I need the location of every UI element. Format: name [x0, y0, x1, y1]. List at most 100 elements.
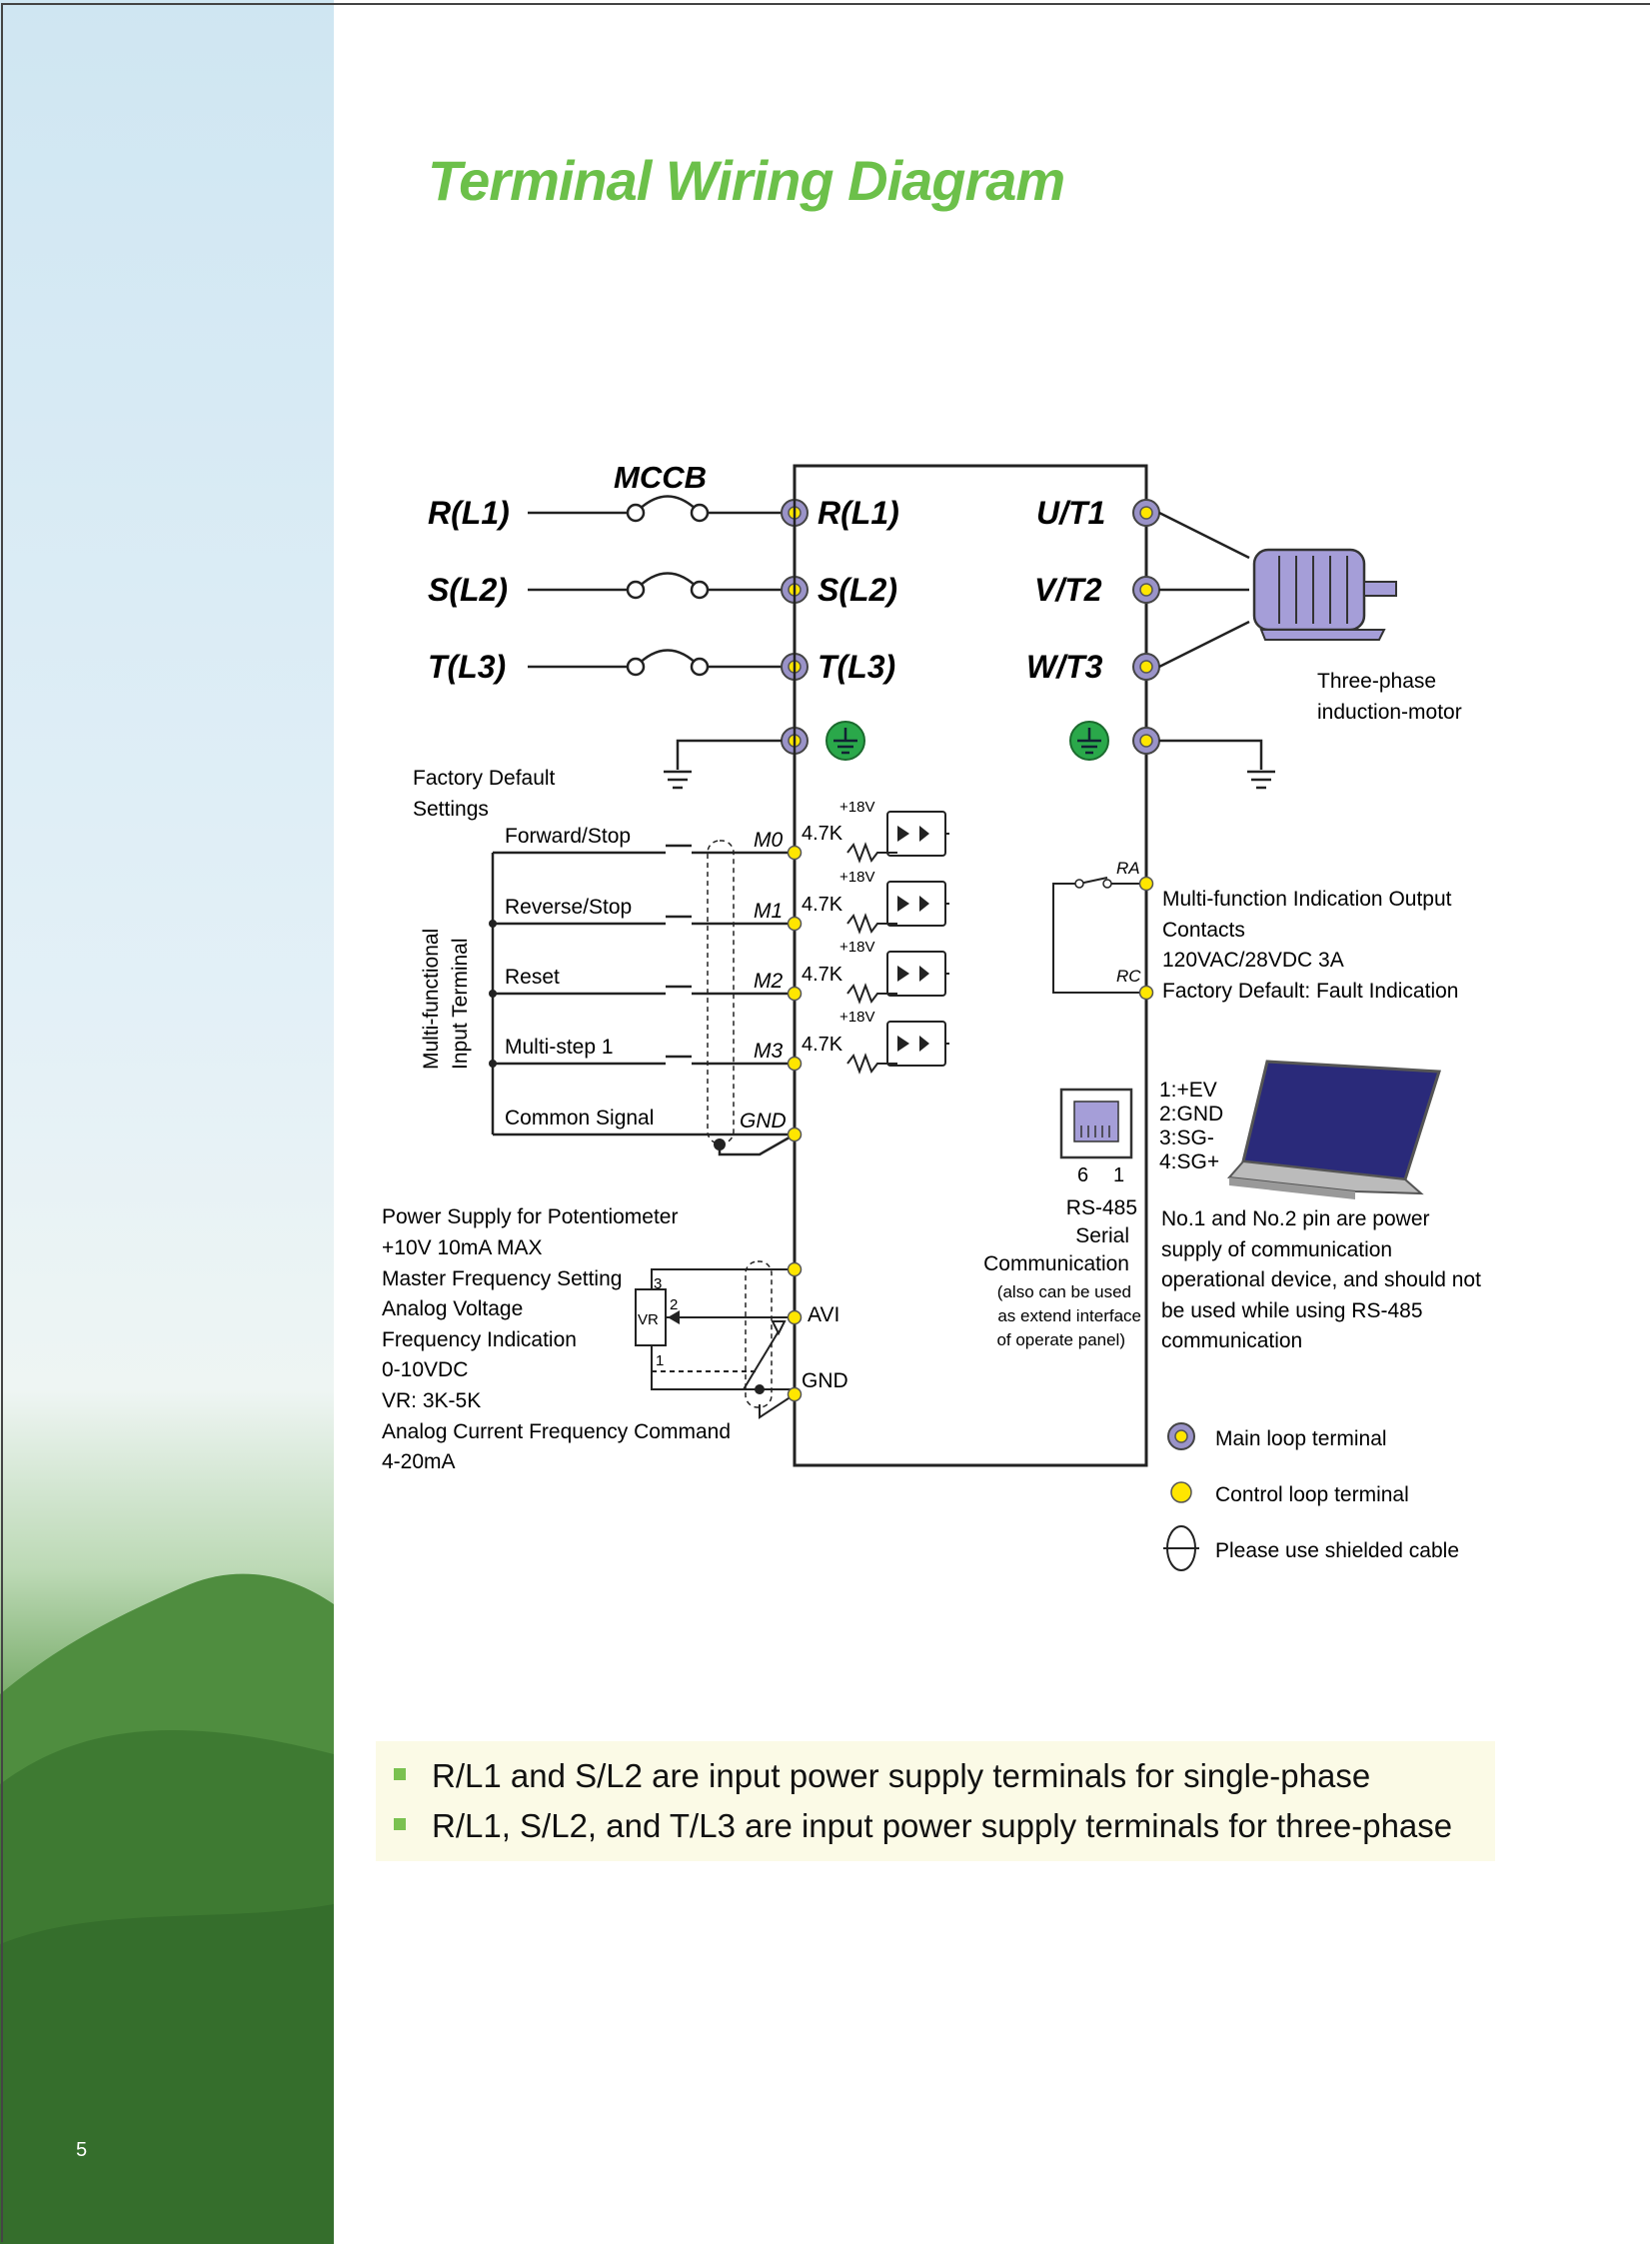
terminal-label-s: S(L2): [818, 572, 897, 608]
input-label-r: R(L1): [428, 495, 510, 531]
analog-line-4: Frequency Indication: [382, 1328, 577, 1351]
rs485-label-2: Communication: [983, 1252, 1129, 1275]
control-terminal-10v: [787, 1261, 803, 1277]
output-label-u: U/T1: [1036, 495, 1105, 531]
analog-line-2: Master Frequency Setting: [382, 1267, 622, 1290]
terminal-m0: M0: [754, 829, 783, 852]
rs485-label-0: RS-485: [1066, 1196, 1137, 1219]
rs485-label-1: Serial: [1075, 1224, 1129, 1247]
rs485-note-1: as extend interface: [997, 1306, 1141, 1325]
note-text-1: R/L1, S/L2, and T/L3 are input power sup…: [432, 1807, 1453, 1844]
rs485-pin-0: 1:+EV: [1159, 1079, 1217, 1102]
avi-label: AVI: [808, 1303, 839, 1326]
note-item-0: R/L1 and S/L2 are input power supply ter…: [394, 1757, 1370, 1795]
legend-main-icon: [1167, 1422, 1195, 1450]
pin-note-4: communication: [1161, 1329, 1302, 1352]
main-terminal-u: [1132, 499, 1160, 527]
note-item-1: R/L1, S/L2, and T/L3 are input power sup…: [394, 1807, 1452, 1845]
analog-line-7: Analog Current Frequency Command: [382, 1420, 731, 1443]
supply-label-2: +18V: [839, 939, 874, 956]
rj45-pin-6: 6: [1077, 1164, 1088, 1186]
sidebar-landscape: [0, 0, 334, 2244]
analog-line-8: 4-20mA: [382, 1450, 456, 1473]
mccb-label: MCCB: [614, 460, 707, 495]
input-label-s: S(L2): [428, 572, 508, 608]
bullet-square-icon: [394, 1768, 406, 1781]
common-label: Common Signal: [505, 1107, 654, 1129]
note-text-0: R/L1 and S/L2 are input power supply ter…: [432, 1757, 1371, 1794]
rs485-pin-3: 4:SG+: [1159, 1150, 1219, 1173]
rj45-port-icon: [1059, 1088, 1133, 1159]
default-heading-2: Settings: [413, 798, 489, 821]
legend-main-label: Main loop terminal: [1215, 1427, 1387, 1450]
supply-label-3: +18V: [839, 1009, 874, 1026]
legend-control-label: Control loop terminal: [1215, 1483, 1409, 1506]
resistor-label-0: 4.7K: [802, 823, 843, 845]
analog-gnd-label: GND: [802, 1369, 848, 1392]
supply-label-1: +18V: [839, 869, 874, 886]
notes-box: R/L1 and S/L2 are input power supply ter…: [376, 1741, 1495, 1861]
vr-label: VR: [638, 1311, 659, 1328]
vr-pin-3: 3: [654, 1275, 662, 1292]
control-terminal-m1: [787, 916, 803, 932]
shield-analog: [745, 1260, 773, 1408]
relay-line-2: 120VAC/28VDC 3A: [1162, 949, 1344, 972]
terminal-m3: M3: [754, 1040, 783, 1063]
left-border: [1, 3, 3, 2242]
control-terminal-gnd: [787, 1126, 803, 1142]
control-terminal-ra: [1138, 876, 1154, 892]
bullet-square-icon: [394, 1818, 406, 1831]
control-terminal-acm: [787, 1386, 803, 1402]
main-terminal-v: [1132, 576, 1160, 604]
control-terminal-avi: [787, 1309, 803, 1325]
pin-note-3: be used while using RS-485: [1161, 1299, 1423, 1322]
motor-label-1: Three-phase: [1317, 670, 1436, 693]
input-label-t: T(L3): [428, 649, 506, 685]
motor-icon: [1252, 548, 1397, 641]
pin-note-2: operational device, and should not: [1161, 1268, 1481, 1291]
ground-icon-right: [1069, 721, 1109, 761]
analog-line-3: Analog Voltage: [382, 1297, 523, 1320]
resistor-label-2: 4.7K: [802, 964, 843, 986]
input-row-label-1: Reverse/Stop: [505, 896, 632, 919]
motor-label-2: induction-motor: [1317, 701, 1462, 724]
terminal-m1: M1: [754, 900, 783, 923]
rj45-pin-1: 1: [1113, 1164, 1124, 1186]
resistor-label-1: 4.7K: [802, 894, 843, 916]
supply-label-0: +18V: [839, 799, 874, 816]
analog-line-5: 0-10VDC: [382, 1358, 468, 1381]
input-row-label-3: Multi-step 1: [505, 1036, 614, 1059]
vertical-label-1: Multi-functional: [420, 929, 443, 1070]
mountain-image: [0, 1573, 334, 2244]
terminal-label-t: T(L3): [818, 649, 895, 685]
terminal-m2: M2: [754, 970, 783, 993]
page-title: Terminal Wiring Diagram: [428, 149, 1065, 212]
relay-line-0: Multi-function Indication Output: [1162, 888, 1452, 911]
rs485-note-0: (also can be used: [997, 1282, 1131, 1301]
main-terminal-w: [1132, 653, 1160, 681]
vr-pin-1: 1: [656, 1352, 664, 1369]
analog-line-6: VR: 3K-5K: [382, 1389, 481, 1412]
pin-note-0: No.1 and No.2 pin are power: [1161, 1207, 1430, 1230]
rs485-note-2: of operate panel): [996, 1330, 1125, 1349]
relay-line-1: Contacts: [1162, 919, 1245, 942]
shield-input: [707, 840, 735, 1144]
output-label-v: V/T2: [1034, 572, 1102, 608]
control-terminal-m2: [787, 986, 803, 1002]
vertical-label-2: Input Terminal: [449, 938, 472, 1070]
rs485-pin-2: 3:SG-: [1159, 1126, 1214, 1149]
relay-ra: RA: [1116, 859, 1140, 878]
legend-control-icon: [1170, 1481, 1192, 1503]
resistor-label-3: 4.7K: [802, 1034, 843, 1056]
legend-shield-icon: [1163, 1525, 1199, 1571]
legend-shield-label: Please use shielded cable: [1215, 1539, 1459, 1562]
main-terminal-ground-right: [1132, 727, 1160, 755]
analog-line-1: +10V 10mA MAX: [382, 1236, 543, 1259]
pin-note-1: supply of communication: [1161, 1238, 1392, 1261]
control-terminal-m3: [787, 1056, 803, 1072]
control-terminal-rc: [1138, 985, 1154, 1001]
terminal-label-r: R(L1): [818, 495, 899, 531]
default-heading-1: Factory Default: [413, 767, 556, 790]
analog-line-0: Power Supply for Potentiometer: [382, 1205, 678, 1228]
